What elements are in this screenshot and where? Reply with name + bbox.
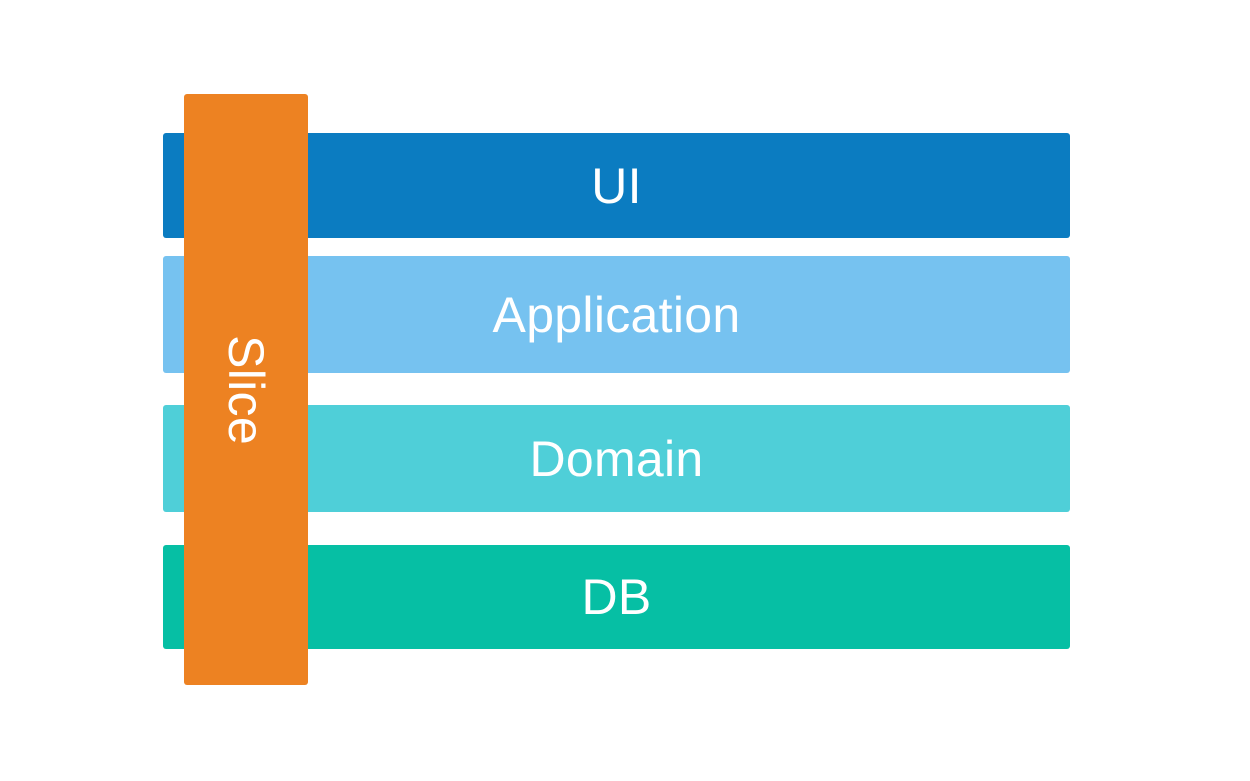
layer-label-application: Application bbox=[492, 286, 741, 343]
layer-bar-ui[interactable]: UI bbox=[163, 133, 1070, 238]
layer-label-db: DB bbox=[581, 569, 652, 625]
vertical-slice-bar[interactable]: Slice bbox=[184, 94, 308, 685]
layer-label-ui: UI bbox=[591, 157, 642, 214]
layer-label-domain: Domain bbox=[529, 430, 704, 487]
layer-bar-application[interactable]: Application bbox=[163, 256, 1070, 373]
layer-bar-db[interactable]: DB bbox=[163, 545, 1070, 649]
layer-bar-domain[interactable]: Domain bbox=[163, 405, 1070, 512]
vertical-slice-label: Slice bbox=[218, 334, 274, 445]
